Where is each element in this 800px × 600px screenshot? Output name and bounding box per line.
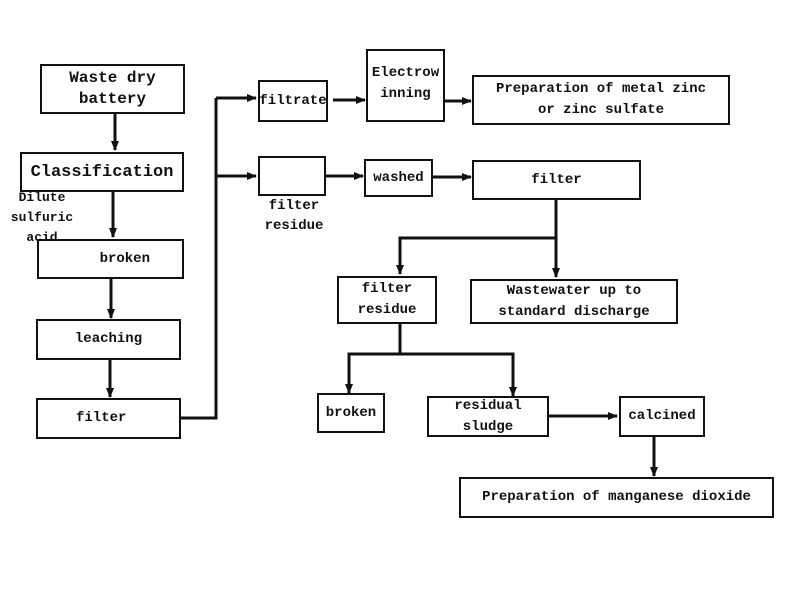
node-filter-residue-box bbox=[258, 156, 326, 196]
node-label: calcined bbox=[628, 408, 696, 424]
node-electrowinning: Electrow inning bbox=[366, 49, 445, 122]
node-filter-residue-2: filter residue bbox=[337, 276, 437, 324]
node-label: Preparation of metal zinc or zinc sulfat… bbox=[495, 81, 707, 118]
node-label: Waste dry battery bbox=[69, 69, 156, 108]
node-label: washed bbox=[373, 169, 424, 186]
node-filter-left: filter bbox=[36, 398, 181, 439]
node-label: Electrow inning bbox=[371, 65, 440, 102]
node-label: filter bbox=[531, 171, 582, 188]
node-prep-zinc: Preparation of metal zinc or zinc sulfat… bbox=[472, 75, 730, 125]
node-calcined: calcined bbox=[619, 396, 705, 437]
node-label: leaching bbox=[74, 331, 143, 347]
node-filtrate: filtrate bbox=[258, 80, 328, 122]
node-classification: Classification bbox=[20, 152, 184, 192]
node-label: Preparation of manganese dioxide bbox=[482, 489, 751, 505]
node-filter-right: filter bbox=[472, 160, 641, 200]
node-label: Classification bbox=[30, 162, 174, 182]
connector-residue-split bbox=[345, 323, 402, 394]
node-label: broken bbox=[99, 250, 150, 267]
node-broken-left: broken bbox=[37, 239, 184, 279]
node-broken-right: broken bbox=[317, 393, 385, 433]
node-label: filter residue bbox=[357, 281, 417, 318]
node-label: broken bbox=[325, 404, 377, 421]
node-waste-dry-battery: Waste dry battery bbox=[40, 64, 185, 114]
node-label: residual sludge bbox=[454, 397, 522, 435]
node-label: Wastewater up to standard discharge bbox=[498, 282, 650, 320]
label-filter-residue: filter residue bbox=[264, 198, 324, 234]
node-residual-sludge: residual sludge bbox=[427, 396, 549, 437]
node-wastewater: Wastewater up to standard discharge bbox=[470, 279, 678, 324]
connector-filter-branch bbox=[181, 98, 218, 420]
connector-filter-split bbox=[396, 199, 558, 275]
node-label: filtrate bbox=[259, 92, 327, 109]
arrow-to-residual-sludge bbox=[400, 352, 517, 397]
node-washed: washed bbox=[364, 159, 433, 197]
node-label: filter bbox=[76, 410, 127, 426]
node-leaching: leaching bbox=[36, 319, 181, 360]
node-prep-mno2: Preparation of manganese dioxide bbox=[459, 477, 774, 518]
